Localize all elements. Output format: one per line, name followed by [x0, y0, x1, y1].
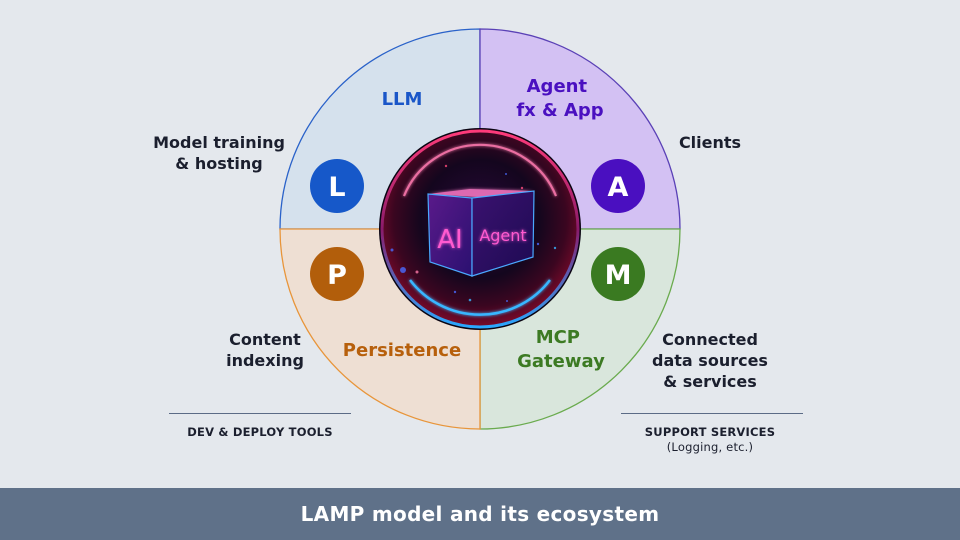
side-label-line: Content: [229, 330, 301, 349]
badge-p-letter: P: [327, 260, 347, 291]
divider-right: [621, 413, 803, 414]
ai-agent-orb: AI Agent: [379, 128, 581, 330]
orb-bottom-highlight: [409, 279, 551, 316]
side-label-line: & services: [663, 372, 757, 391]
quadrant-label-persistence: Persistence: [343, 340, 461, 361]
badge-l-letter: L: [328, 172, 345, 203]
side-label-clients: Clients: [660, 132, 760, 153]
cube-label-agent: Agent: [479, 226, 526, 245]
side-label-content-indexing: Content indexing: [210, 329, 320, 371]
lamp-diagram: LLM Agent fx & App MCP Gateway Persisten…: [279, 28, 681, 430]
badge-a-circle: [591, 159, 645, 213]
side-label-connected-data: Connected data sources & services: [640, 329, 780, 392]
side-label-line: Model training: [153, 133, 285, 152]
divider-left: [169, 413, 351, 414]
badge-a-letter: A: [608, 172, 629, 203]
footer-label-title: DEV & DEPLOY TOOLS: [187, 425, 333, 439]
badge-a: A: [591, 159, 645, 213]
quadrant-label-llm: LLM: [382, 89, 423, 110]
title-bar: LAMP model and its ecosystem: [0, 488, 960, 540]
quadrant-label-agent: Agent fx & App: [516, 76, 603, 121]
side-label-line: Clients: [678, 133, 742, 152]
badge-l-circle: [310, 159, 364, 213]
badge-m: M: [591, 247, 645, 301]
orb-sparkles: [390, 164, 557, 302]
side-label-line: Connected: [662, 330, 758, 349]
ai-agent-cube-icon: AI Agent: [427, 189, 535, 277]
badge-m-circle: [591, 247, 645, 301]
footer-label-support-services: SUPPORT SERVICES (Logging, etc.): [610, 425, 810, 455]
side-label-line: indexing: [226, 351, 304, 370]
orb-top-highlight: [402, 143, 558, 197]
badge-p-circle: [310, 247, 364, 301]
side-label-line: & hosting: [175, 154, 263, 173]
side-label-model-training: Model training & hosting: [140, 132, 298, 174]
footer-label-title: SUPPORT SERVICES: [644, 425, 776, 439]
badge-p: P: [310, 247, 364, 301]
quadrant-label-mcp: MCP Gateway: [517, 327, 605, 372]
page-title: LAMP model and its ecosystem: [300, 502, 660, 526]
badge-l: L: [310, 159, 364, 213]
footer-label-subtitle: (Logging, etc.): [666, 440, 754, 454]
badge-m-letter: M: [605, 260, 632, 291]
cube-label-ai: AI: [437, 225, 462, 255]
footer-label-dev-deploy: DEV & DEPLOY TOOLS: [160, 425, 360, 440]
side-label-line: data sources: [652, 351, 768, 370]
